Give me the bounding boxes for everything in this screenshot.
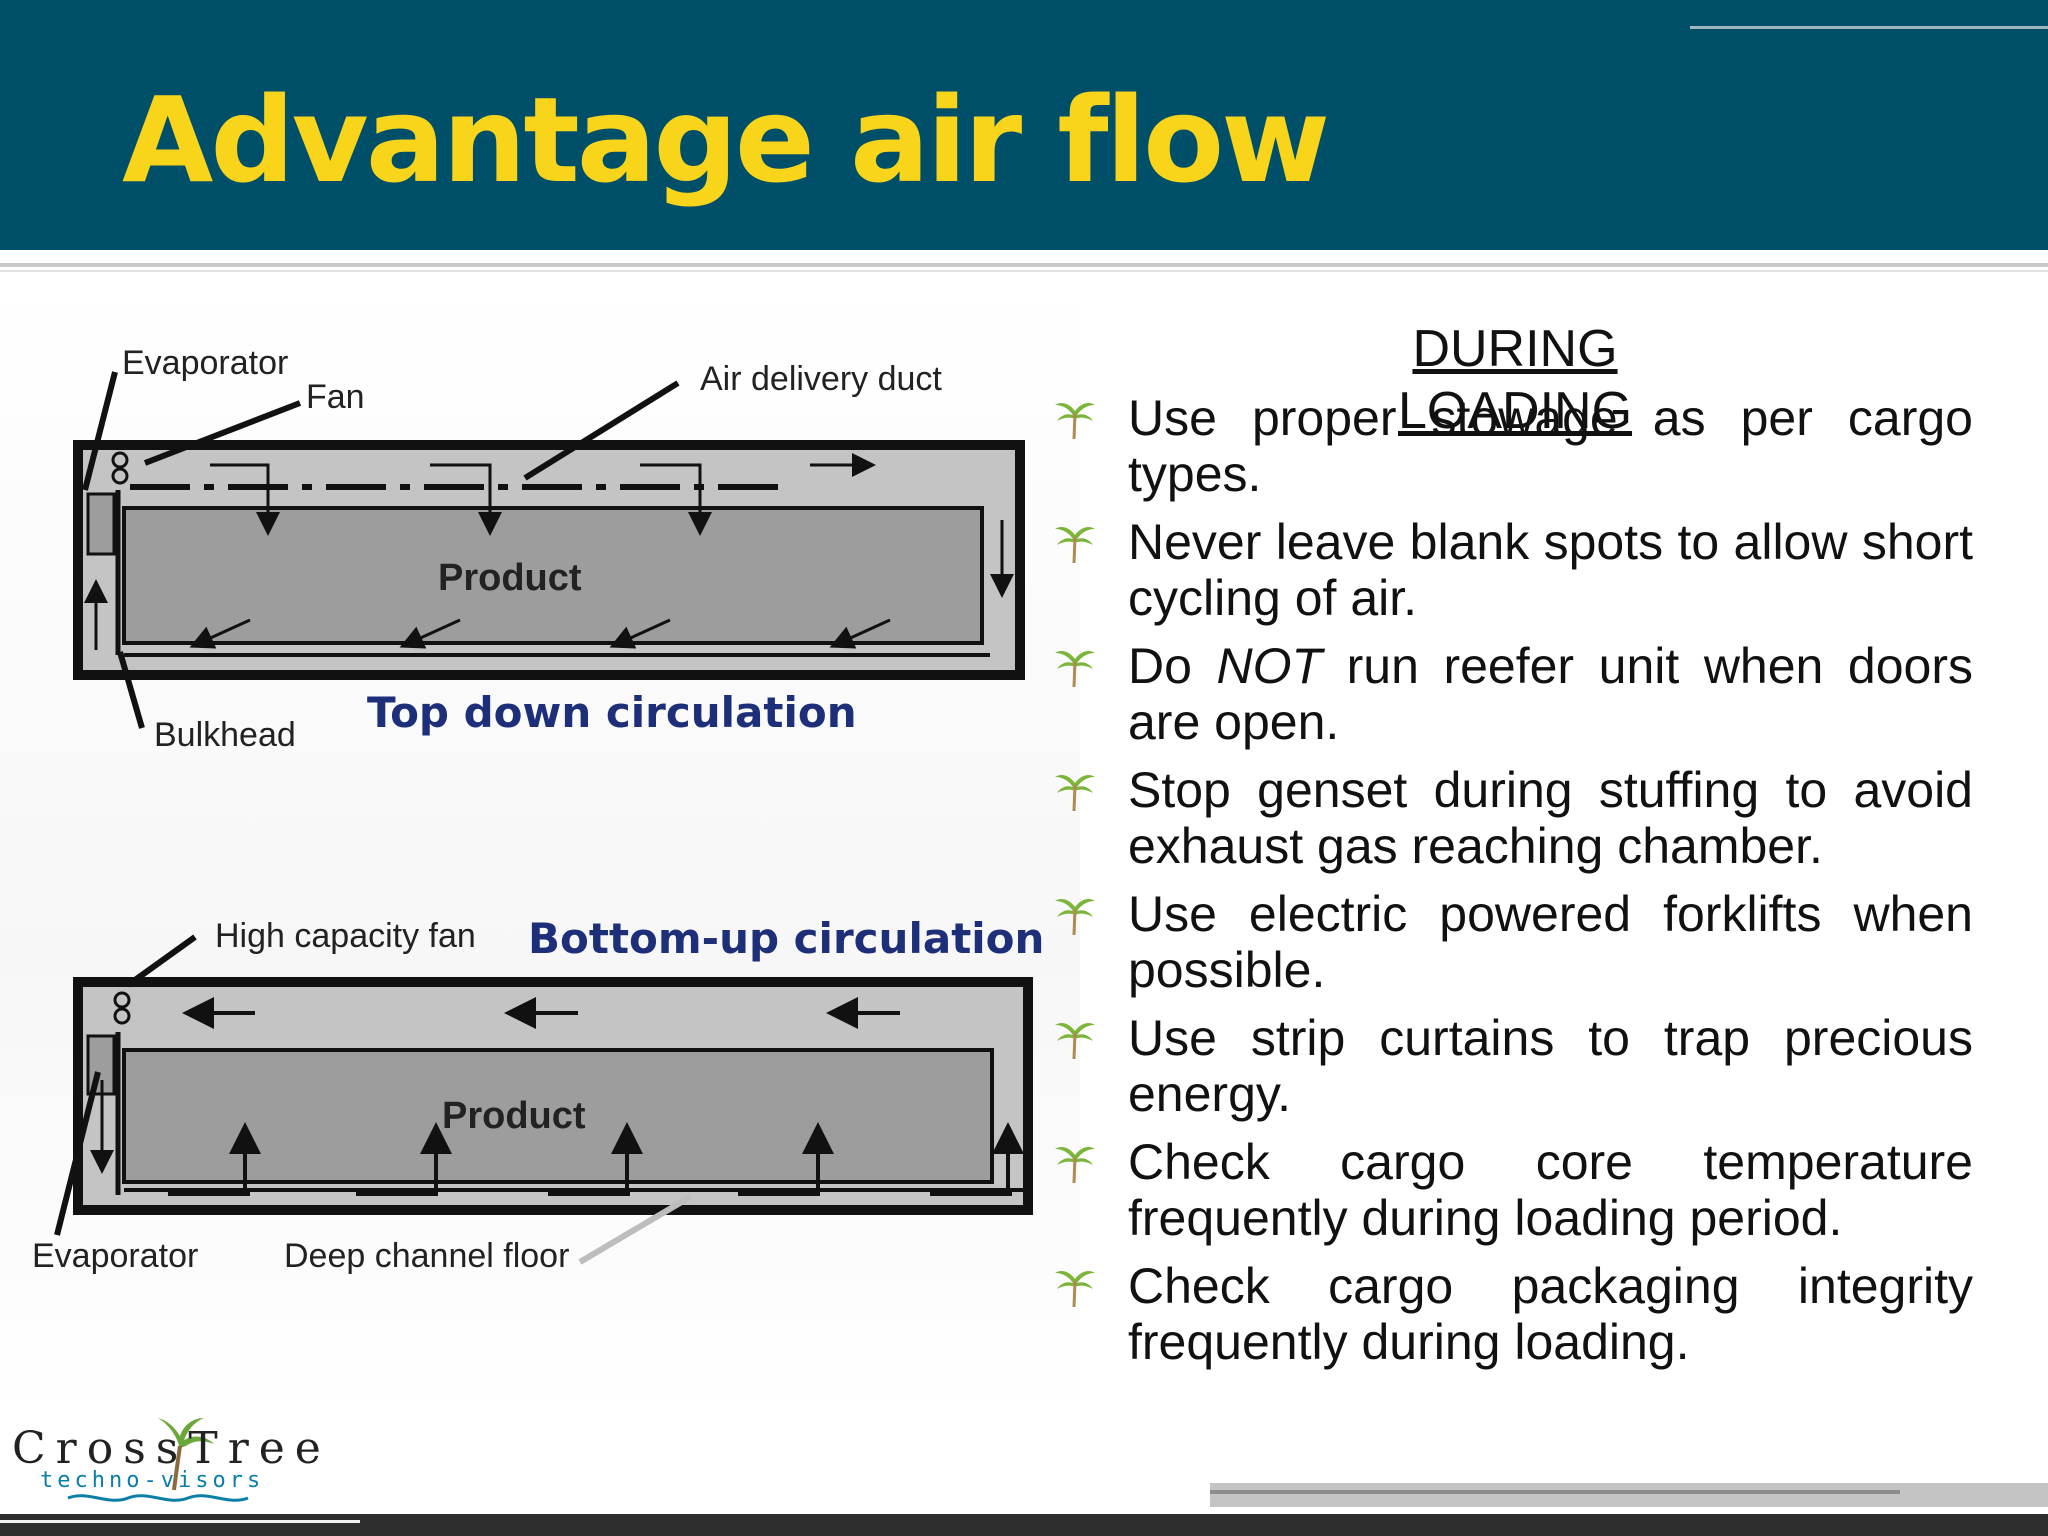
pointer-air-duct xyxy=(523,380,680,481)
pointer-evaporator xyxy=(82,371,118,491)
footer-bar xyxy=(0,1514,2048,1536)
pointer-high-capacity-fan xyxy=(126,934,197,988)
pointer-bulkhead xyxy=(117,651,145,729)
label-high-capacity-fan: High capacity fan xyxy=(215,917,476,955)
label-fan: Fan xyxy=(306,378,365,416)
label-bulkhead: Bulkhead xyxy=(154,716,296,754)
caption-bottom-up: Bottom-up circulation xyxy=(528,914,1044,963)
footer-highlight-line xyxy=(0,1520,360,1523)
fan-symbol-lower xyxy=(113,1007,131,1025)
palm-tree-icon xyxy=(1055,892,1095,936)
list-item: Check cargo core temperature frequently … xyxy=(1055,1134,1973,1246)
list-item: Stop genset during stuffing to avoid exh… xyxy=(1055,762,1973,874)
palm-tree-icon xyxy=(1055,1264,1095,1308)
evaporator-box xyxy=(86,492,116,556)
down-arrow-2 xyxy=(430,463,502,536)
return-arrow-1 xyxy=(189,618,251,649)
header-divider-secondary xyxy=(0,270,2048,272)
palm-tree-icon xyxy=(1055,520,1095,564)
palm-tree-icon xyxy=(158,1418,214,1448)
list-item-text: Check cargo core temperature frequently … xyxy=(1128,1134,1973,1246)
fan-symbol-lower xyxy=(111,467,129,485)
list-item: Check cargo packaging integrity frequent… xyxy=(1055,1258,1973,1370)
header-accent-line xyxy=(1690,26,2048,29)
list-item: Use proper stowage as per cargo types. xyxy=(1055,390,1973,502)
list-item-text: Use strip curtains to trap precious ener… xyxy=(1128,1010,1973,1122)
list-item-text: Do xyxy=(1128,638,1217,694)
logo-tagline: techno-visors xyxy=(40,1468,265,1493)
list-item: Never leave blank spots to allow short c… xyxy=(1055,514,1973,626)
list-item-text: Use electric powered forklifts when poss… xyxy=(1128,886,1973,998)
down-arrow-1 xyxy=(210,463,280,536)
loading-heading: DURING LOADING xyxy=(1397,320,1633,441)
palm-tree-icon xyxy=(1055,1016,1095,1060)
label-product: Product xyxy=(438,557,582,599)
list-item-emphasis: NOT xyxy=(1216,638,1323,694)
palm-trunk xyxy=(172,1445,182,1491)
bottom-up-diagram: High capacity fan Bottom-up circulation … xyxy=(32,914,1044,1275)
pointer-deep-channel-floor xyxy=(578,1194,692,1265)
crosstree-logo xyxy=(67,1418,249,1502)
palm-tree-icon xyxy=(1055,768,1095,812)
label-deep-channel-floor: Deep channel floor xyxy=(284,1237,569,1275)
palm-tree-icon xyxy=(1055,1140,1095,1184)
label-evaporator: Evaporator xyxy=(32,1237,198,1275)
palm-tree-icon xyxy=(1055,644,1095,688)
label-evaporator: Evaporator xyxy=(122,344,288,382)
fan-symbol xyxy=(111,451,129,469)
slide-title: Advantage air flow xyxy=(122,71,1330,209)
caption-top-down: Top down circulation xyxy=(367,688,857,737)
fan-symbol xyxy=(113,991,131,1009)
footer-accent-bar xyxy=(1210,1483,2048,1507)
list-item-text: Stop genset during stuffing to avoid exh… xyxy=(1128,762,1973,874)
list-item-text: run reefer unit when doors are open. xyxy=(1128,638,1974,750)
list-item-text: Check cargo packaging integrity frequent… xyxy=(1128,1258,1973,1370)
pointer-fan xyxy=(143,400,302,466)
palm-tree-icon xyxy=(1055,396,1095,440)
header-divider xyxy=(0,263,2048,267)
return-arrow-4 xyxy=(829,618,891,649)
footer-accent-line xyxy=(1210,1490,1900,1494)
label-air-delivery-duct: Air delivery duct xyxy=(700,360,942,398)
top-down-diagram: Evaporator Fan Air delivery duct Product… xyxy=(73,344,1025,754)
water-waves xyxy=(67,1494,249,1502)
down-arrow-3 xyxy=(640,463,712,536)
title-banner: Advantage air flow xyxy=(0,0,2048,250)
list-item: Use electric powered forklifts when poss… xyxy=(1055,886,1973,998)
list-item-text: Use proper stowage as per cargo types. xyxy=(1128,390,1973,502)
list-item: Do NOT run reefer unit when doors are op… xyxy=(1055,638,1973,750)
product-block xyxy=(122,1048,994,1184)
return-arrow-2 xyxy=(399,618,461,649)
logo-name: CrossTree xyxy=(12,1423,331,1474)
pointer-evaporator xyxy=(54,1071,101,1236)
list-item: Use strip curtains to trap precious ener… xyxy=(1055,1010,1973,1122)
loading-guidelines-list: Use proper stowage as per cargo types. Ne… xyxy=(1055,390,1973,1382)
label-product: Product xyxy=(442,1095,586,1137)
return-arrow-3 xyxy=(609,618,671,649)
list-item-text: Never leave blank spots to allow short c… xyxy=(1128,514,1973,626)
